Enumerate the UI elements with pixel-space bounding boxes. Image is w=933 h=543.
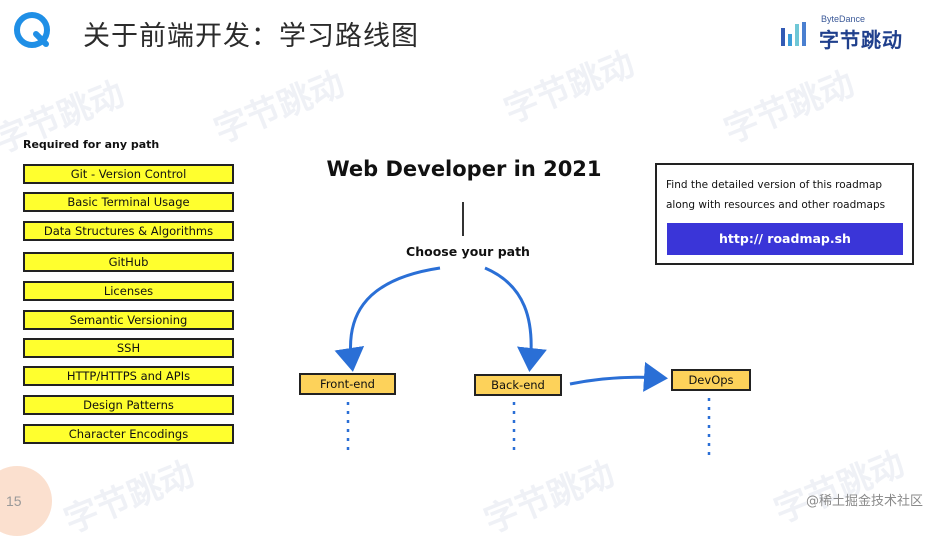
arrow-to-devops <box>569 361 668 392</box>
credit-text: @稀土掘金技术社区 <box>805 494 923 509</box>
brand-name-en: ByteDance <box>821 14 866 24</box>
node-backend: Back-end <box>474 374 562 396</box>
node-devops: DevOps <box>671 369 751 391</box>
app-logo-icon <box>14 12 50 48</box>
topic-design-patterns: Design Patterns <box>23 395 234 415</box>
arrow-to-frontend <box>334 266 441 372</box>
bytedance-bars-icon <box>781 22 806 46</box>
info-line-2: along with resources and other roadmaps <box>666 199 886 211</box>
topic-git: Git - Version Control <box>23 164 234 184</box>
info-line-1: Find the detailed version of this roadma… <box>666 179 883 191</box>
topic-data-structures: Data Structures & Algorithms <box>23 221 234 241</box>
topic-semver: Semantic Versioning <box>23 310 234 330</box>
bytedance-logo: ByteDance 字节跳动 <box>781 14 915 52</box>
required-label: Required for any path <box>23 138 160 151</box>
brand-name-cn: 字节跳动 <box>819 28 903 52</box>
topic-char-encodings: Character Encodings <box>23 424 234 444</box>
topic-licenses: Licenses <box>23 281 234 301</box>
choose-path-label: Choose your path <box>406 244 530 259</box>
topic-http: HTTP/HTTPS and APIs <box>23 366 234 386</box>
topic-terminal: Basic Terminal Usage <box>23 192 234 212</box>
topic-ssh: SSH <box>23 338 234 358</box>
page-number: 15 <box>6 493 22 509</box>
topic-github: GitHub <box>23 252 234 272</box>
roadmap-link-button[interactable]: http:// roadmap.sh <box>667 223 903 255</box>
node-frontend: Front-end <box>299 373 396 395</box>
roadmap-title: Web Developer in 2021 <box>326 157 602 181</box>
info-box: Find the detailed version of this roadma… <box>655 163 914 265</box>
arrow-to-backend <box>484 266 547 372</box>
connector-lines <box>334 202 711 455</box>
slide-title: 关于前端开发：学习路线图 <box>83 21 419 52</box>
